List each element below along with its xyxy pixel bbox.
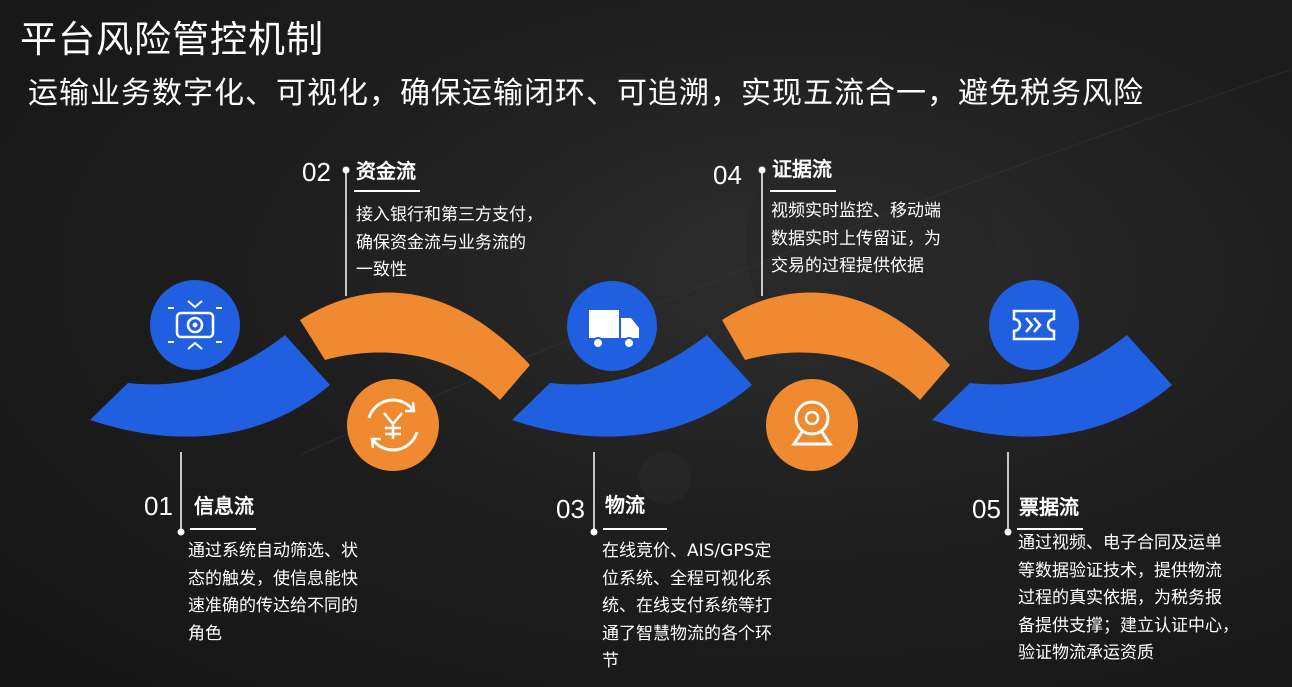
page-title: 平台风险管控机制 <box>20 18 324 61</box>
wave-segment-blue-2 <box>512 335 752 437</box>
step-underline-05 <box>1017 528 1083 530</box>
step-number-02: 02 <box>302 157 331 187</box>
connector-01 <box>177 452 185 536</box>
yuan-refresh-icon <box>347 379 439 471</box>
step-title-05: 票据流 <box>1019 495 1079 519</box>
step-number-04: 04 <box>713 160 742 190</box>
step-number-01: 01 <box>144 491 173 521</box>
step-underline-03 <box>603 528 667 530</box>
step-title-04: 证据流 <box>772 157 832 181</box>
data-scan-icon <box>150 280 240 370</box>
wave-segment-blue-3 <box>932 335 1172 437</box>
step-number-03: 03 <box>556 494 585 524</box>
connector-05 <box>1004 452 1012 536</box>
webcam-icon <box>766 379 858 471</box>
step-description-03: 在线竞价、AIS/GPS定 位系统、全程可视化系 统、在线支付系统等打 通了智慧… <box>602 541 772 671</box>
connector-04 <box>758 166 766 296</box>
wave-segment-blue-1 <box>90 335 330 437</box>
connector-03 <box>590 452 598 536</box>
step-underline-02 <box>354 190 420 192</box>
truck-icon <box>567 281 657 371</box>
connector-02 <box>342 166 350 296</box>
step-description-05: 通过视频、电子合同及运单 等数据验证技术，提供物流 过程的真实依据，为税务报 备… <box>1018 533 1239 663</box>
step-description-04: 视频实时监控、移动端 数据实时上传留证，为 交易的过程提供依据 <box>771 201 941 276</box>
step-title-02: 资金流 <box>356 159 416 183</box>
step-underline-01 <box>190 528 256 530</box>
step-number-05: 05 <box>972 494 1001 524</box>
step-title-03: 物流 <box>605 493 645 517</box>
step-description-02: 接入银行和第三方支付， 确保资金流与业务流的 一致性 <box>356 205 543 280</box>
step-description-01: 通过系统自动筛选、状 态的触发，使信息能快 速准确的传达给不同的 角色 <box>188 541 358 644</box>
wave-segment-orange-2 <box>722 292 950 400</box>
wave-segment-orange-1 <box>300 292 530 400</box>
ticket-icon <box>989 280 1079 370</box>
page-subtitle: 运输业务数字化、可视化，确保运输闭环、可追溯，实现五流合一，避免税务风险 <box>28 76 1144 111</box>
step-underline-04 <box>770 190 836 192</box>
step-title-01: 信息流 <box>194 494 254 518</box>
